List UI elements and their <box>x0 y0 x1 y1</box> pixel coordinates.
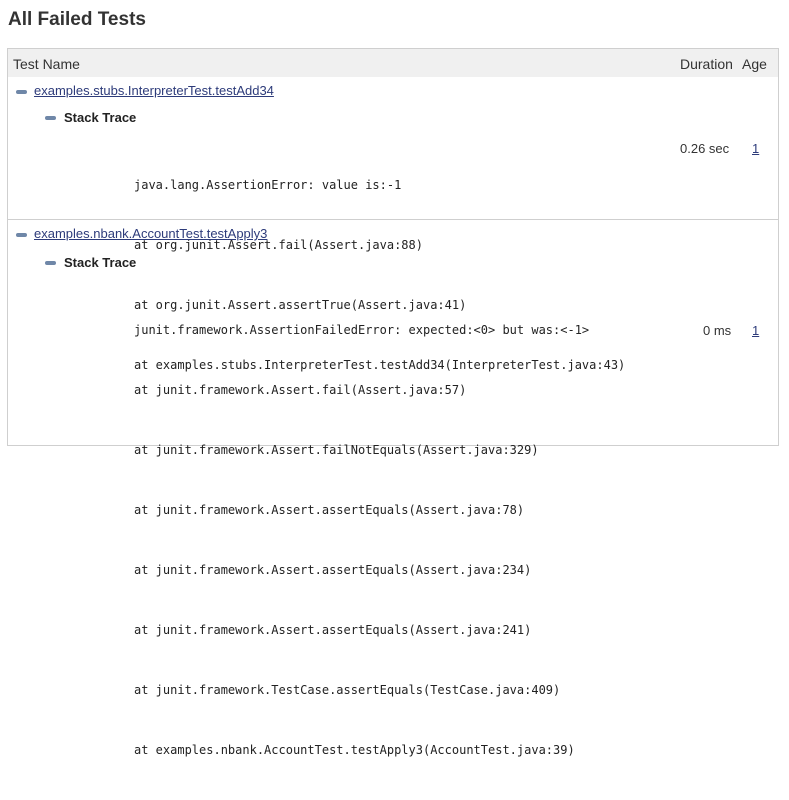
table-header: Test Name Duration Age <box>8 49 778 77</box>
collapse-icon[interactable] <box>45 116 56 120</box>
collapse-icon[interactable] <box>16 233 27 237</box>
stack-trace: java.lang.AssertionError: value is:-1 at… <box>134 135 625 415</box>
trace-line: at junit.framework.Assert.failNotEquals(… <box>134 443 539 457</box>
duration-value: 0.26 sec <box>680 141 730 156</box>
trace-line: at examples.stubs.InterpreterTest.testAd… <box>134 358 626 372</box>
trace-line: at junit.framework.Assert.assertEquals(A… <box>134 503 525 517</box>
stack-trace: junit.framework.AssertionFailedError: ex… <box>134 280 589 800</box>
trace-line: at org.junit.Assert.fail(Assert.java:88) <box>134 238 423 252</box>
trace-line: at junit.framework.Assert.assertEquals(A… <box>134 623 532 637</box>
trace-line: at junit.framework.TestCase.assertEquals… <box>134 683 561 697</box>
failed-tests-table: Test Name Duration Age examples.stubs.In… <box>7 48 779 757</box>
stack-trace-label: Stack Trace <box>64 255 137 270</box>
column-header-age[interactable]: Age <box>742 56 767 72</box>
trace-line: junit.framework.AssertionFailedError: ex… <box>134 323 590 337</box>
trace-line: at junit.framework.Assert.fail(Assert.ja… <box>134 383 467 397</box>
collapse-icon[interactable] <box>16 90 27 94</box>
stack-trace-label: Stack Trace <box>64 110 137 125</box>
collapse-icon[interactable] <box>45 261 56 265</box>
test-name-link[interactable]: examples.stubs.InterpreterTest.testAdd34 <box>34 83 274 98</box>
test-name-link[interactable]: examples.nbank.AccountTest.testApply3 <box>34 226 268 241</box>
page-title: All Failed Tests <box>8 9 146 30</box>
table-row: examples.nbank.AccountTest.testApply3 St… <box>8 219 778 757</box>
column-header-duration[interactable]: Duration <box>680 56 733 72</box>
table-row: examples.stubs.InterpreterTest.testAdd34… <box>8 77 778 372</box>
trace-line: java.lang.AssertionError: value is:-1 <box>134 178 402 192</box>
age-link[interactable]: 1 <box>752 323 760 338</box>
trace-line: at org.junit.Assert.assertTrue(Assert.ja… <box>134 298 467 312</box>
age-link[interactable]: 1 <box>752 141 760 156</box>
duration-value: 0 ms <box>703 323 732 338</box>
column-header-test-name[interactable]: Test Name <box>13 56 80 72</box>
trace-line: at examples.nbank.AccountTest.testApply3… <box>134 743 575 757</box>
trace-line: at junit.framework.Assert.assertEquals(A… <box>134 563 532 577</box>
